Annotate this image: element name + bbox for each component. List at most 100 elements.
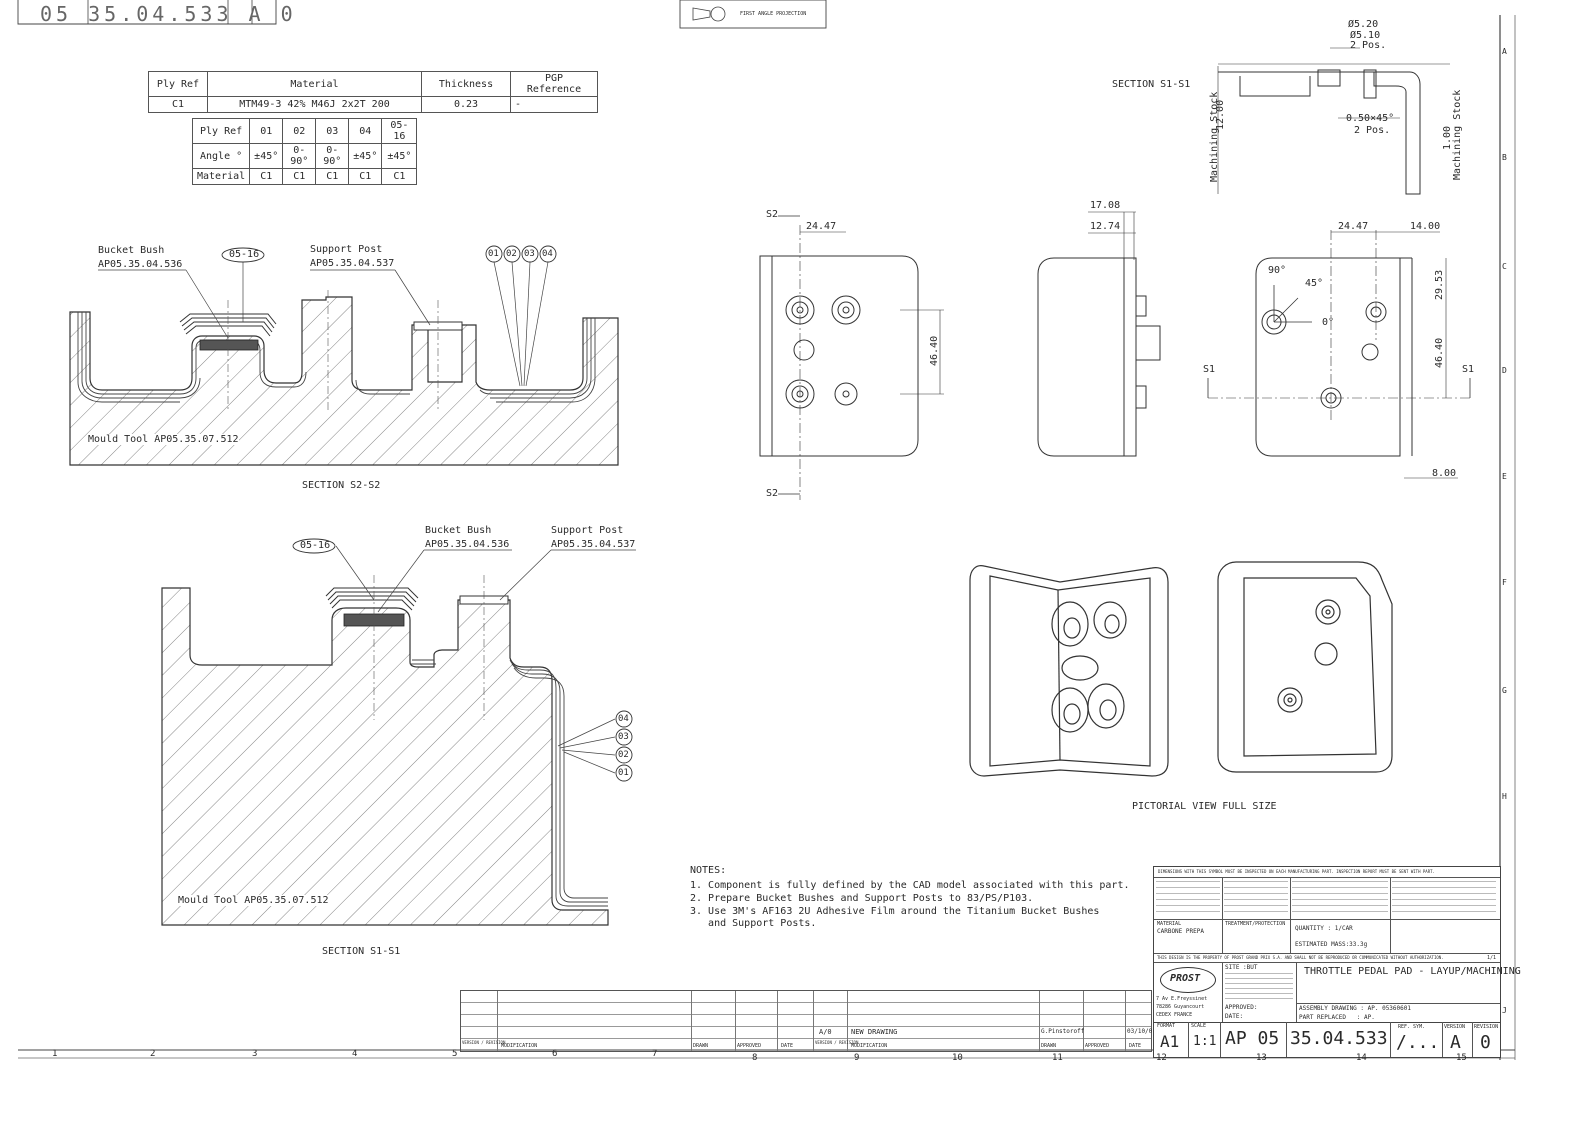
right-dim-top1: 24.47: [1338, 221, 1369, 232]
right-view: [1207, 230, 1471, 479]
border-row-g: G: [1502, 686, 1507, 695]
tb-material-label: MATERIAL: [1157, 921, 1182, 927]
angle-cell: C1: [249, 168, 284, 185]
border-row-c: C: [1502, 262, 1507, 271]
detail-dia-pos: 2 Pos.: [1350, 40, 1387, 51]
note-2: 2. Prepare Bucket Bushes and Support Pos…: [690, 893, 1034, 904]
s2-ply-tag: 05-16: [229, 249, 260, 260]
angle-cell: Ply Ref: [191, 118, 251, 144]
tb-scale: 1:1: [1193, 1034, 1217, 1049]
ply-header-pgp: PGP Reference: [510, 71, 598, 97]
tb-ref-sym: /...: [1396, 1032, 1440, 1053]
s1-bucket-bush-label: Bucket Bush: [425, 525, 492, 536]
rev-h-mod: MODIFICATION: [501, 1043, 538, 1049]
tb-date: DATE:: [1225, 1013, 1244, 1020]
tb-sheet: 1/1: [1487, 955, 1497, 961]
tb-quantity: QUANTITY : 1/CAR: [1295, 925, 1353, 932]
border-col-2: 2: [150, 1049, 156, 1059]
border-row-e: E: [1502, 472, 1507, 481]
angle-cell: C1: [348, 168, 383, 185]
side-view: [1037, 211, 1161, 457]
pictorial-view-right: [1217, 561, 1393, 773]
notes-title: NOTES:: [690, 865, 727, 876]
s1-mould-tool: Mould Tool AP05.35.07.512: [178, 895, 329, 906]
tb-mass: ESTIMATED MASS:33.3g: [1295, 941, 1368, 948]
right-ang0: 0°: [1322, 317, 1335, 328]
border-col-10: 10: [952, 1053, 963, 1063]
s2-bucket-bush-ref: AP05.35.04.536: [98, 259, 183, 270]
border-col-9: 9: [854, 1053, 860, 1063]
s1-ply-01: 01: [618, 768, 629, 778]
border-row-b: B: [1502, 153, 1507, 162]
s2-ply-03: 03: [524, 249, 535, 259]
s1-caption: SECTION S1-S1: [322, 946, 401, 957]
pictorial-caption: PICTORIAL VIEW FULL SIZE: [1132, 801, 1277, 812]
detail-right-label: Machining Stock: [1452, 89, 1463, 180]
border-col-13: 13: [1256, 1053, 1267, 1063]
company-logo: [1160, 967, 1216, 993]
tb-format: A1: [1160, 1032, 1180, 1051]
border-row-a: A: [1502, 47, 1507, 56]
tb-number: 35.04.533: [1290, 1028, 1388, 1049]
s2-ply-01: 01: [488, 249, 499, 259]
s1-ply-02: 02: [618, 750, 629, 760]
s1-ply-04: 04: [618, 714, 629, 724]
detail-left-label: Machining Stock: [1209, 91, 1220, 182]
side-dim2: 12.74: [1090, 221, 1121, 232]
border-row-j: J: [1502, 1006, 1507, 1015]
border-row-h: H: [1502, 792, 1507, 801]
tb-part-replaced: PART REPLACED : AP.: [1299, 1014, 1375, 1021]
rev-h-drawn-2: DRAWN: [1041, 1043, 1057, 1049]
note-3-cont: and Support Posts.: [690, 918, 817, 929]
tb-property: THIS DESIGN IS THE PROPERTY OF PROST GRA…: [1157, 955, 1444, 960]
top-drawing-number: 05 35.04.533 A 0: [40, 2, 297, 26]
ply-cell: MTM49-3 42% M46J 2x2T 200: [207, 96, 422, 113]
tb-revision-label: REVISION: [1474, 1024, 1499, 1030]
tb-note-line: DIMENSIONS WITH THIS SYMBOL MUST BE INSP…: [1158, 869, 1435, 874]
border-col-6: 6: [552, 1049, 558, 1059]
projection-label: FIRST ANGLE PROJECTION: [740, 11, 807, 17]
angle-cell: ±45°: [348, 143, 383, 169]
right-s1-left: S1: [1203, 364, 1216, 375]
title-block: DIMENSIONS WITH THIS SYMBOL MUST BE INSP…: [1153, 866, 1521, 1058]
border-col-1: 1: [52, 1049, 58, 1059]
s1-support-post-label: Support Post: [551, 525, 624, 536]
angle-cell: C1: [282, 168, 317, 185]
angle-cell: 04: [348, 118, 383, 144]
s1-ply-tag: 05-16: [300, 540, 331, 551]
ply-cell: 0.23: [421, 96, 511, 113]
note-1: 1. Component is fully defined by the CAD…: [690, 880, 1130, 891]
rev-h-version-2: VERSION / REVISION: [815, 1040, 859, 1045]
revision-block: A/0 NEW DRAWING G.Pinstoroff 03/10/01 VE…: [460, 990, 1156, 1052]
angle-table: Ply Ref 01 02 03 04 05-16 Angle ° ±45° 0…: [191, 118, 418, 185]
border-col-11: 11: [1052, 1053, 1063, 1063]
front-dim-right: 46.40: [929, 335, 940, 366]
angle-cell: 01: [249, 118, 284, 144]
s2-support-post-label: Support Post: [310, 244, 383, 255]
tb-ref-sym-label: REF. SYM.: [1398, 1024, 1426, 1030]
front-view: [759, 215, 944, 500]
angle-cell: ±45°: [249, 143, 284, 169]
s1-ply-03: 03: [618, 732, 629, 742]
right-ang90: 90°: [1268, 265, 1287, 276]
tb-revision: 0: [1480, 1032, 1491, 1053]
rev-h-drawn: DRAWN: [693, 1043, 709, 1049]
border-col-5: 5: [452, 1049, 458, 1059]
tb-prefix: AP 05: [1225, 1028, 1280, 1049]
angle-cell: 0-90°: [315, 143, 350, 169]
angle-cell: 03: [315, 118, 350, 144]
detail-dia1: Ø5.20: [1348, 19, 1379, 30]
tb-treatment-label: TREATMENT/PROTECTION: [1225, 921, 1286, 927]
section-s1-drawing: [161, 538, 636, 926]
angle-cell: 0-90°: [282, 143, 317, 169]
s2-bucket-bush-label: Bucket Bush: [98, 245, 165, 256]
s1-support-post-ref: AP05.35.04.537: [551, 539, 636, 550]
border-col-15: 15: [1456, 1053, 1467, 1063]
tb-material: CARBONE PREPA: [1157, 928, 1204, 935]
tb-title: THROTTLE PEDAL PAD - LAYUP/MACHINING: [1304, 966, 1521, 977]
angle-cell: ±45°: [381, 143, 418, 169]
s2-ply-02: 02: [506, 249, 517, 259]
ply-cell: C1: [148, 96, 208, 113]
border-col-12: 12: [1156, 1053, 1167, 1063]
tb-approved: APPROVED:: [1225, 1004, 1258, 1011]
